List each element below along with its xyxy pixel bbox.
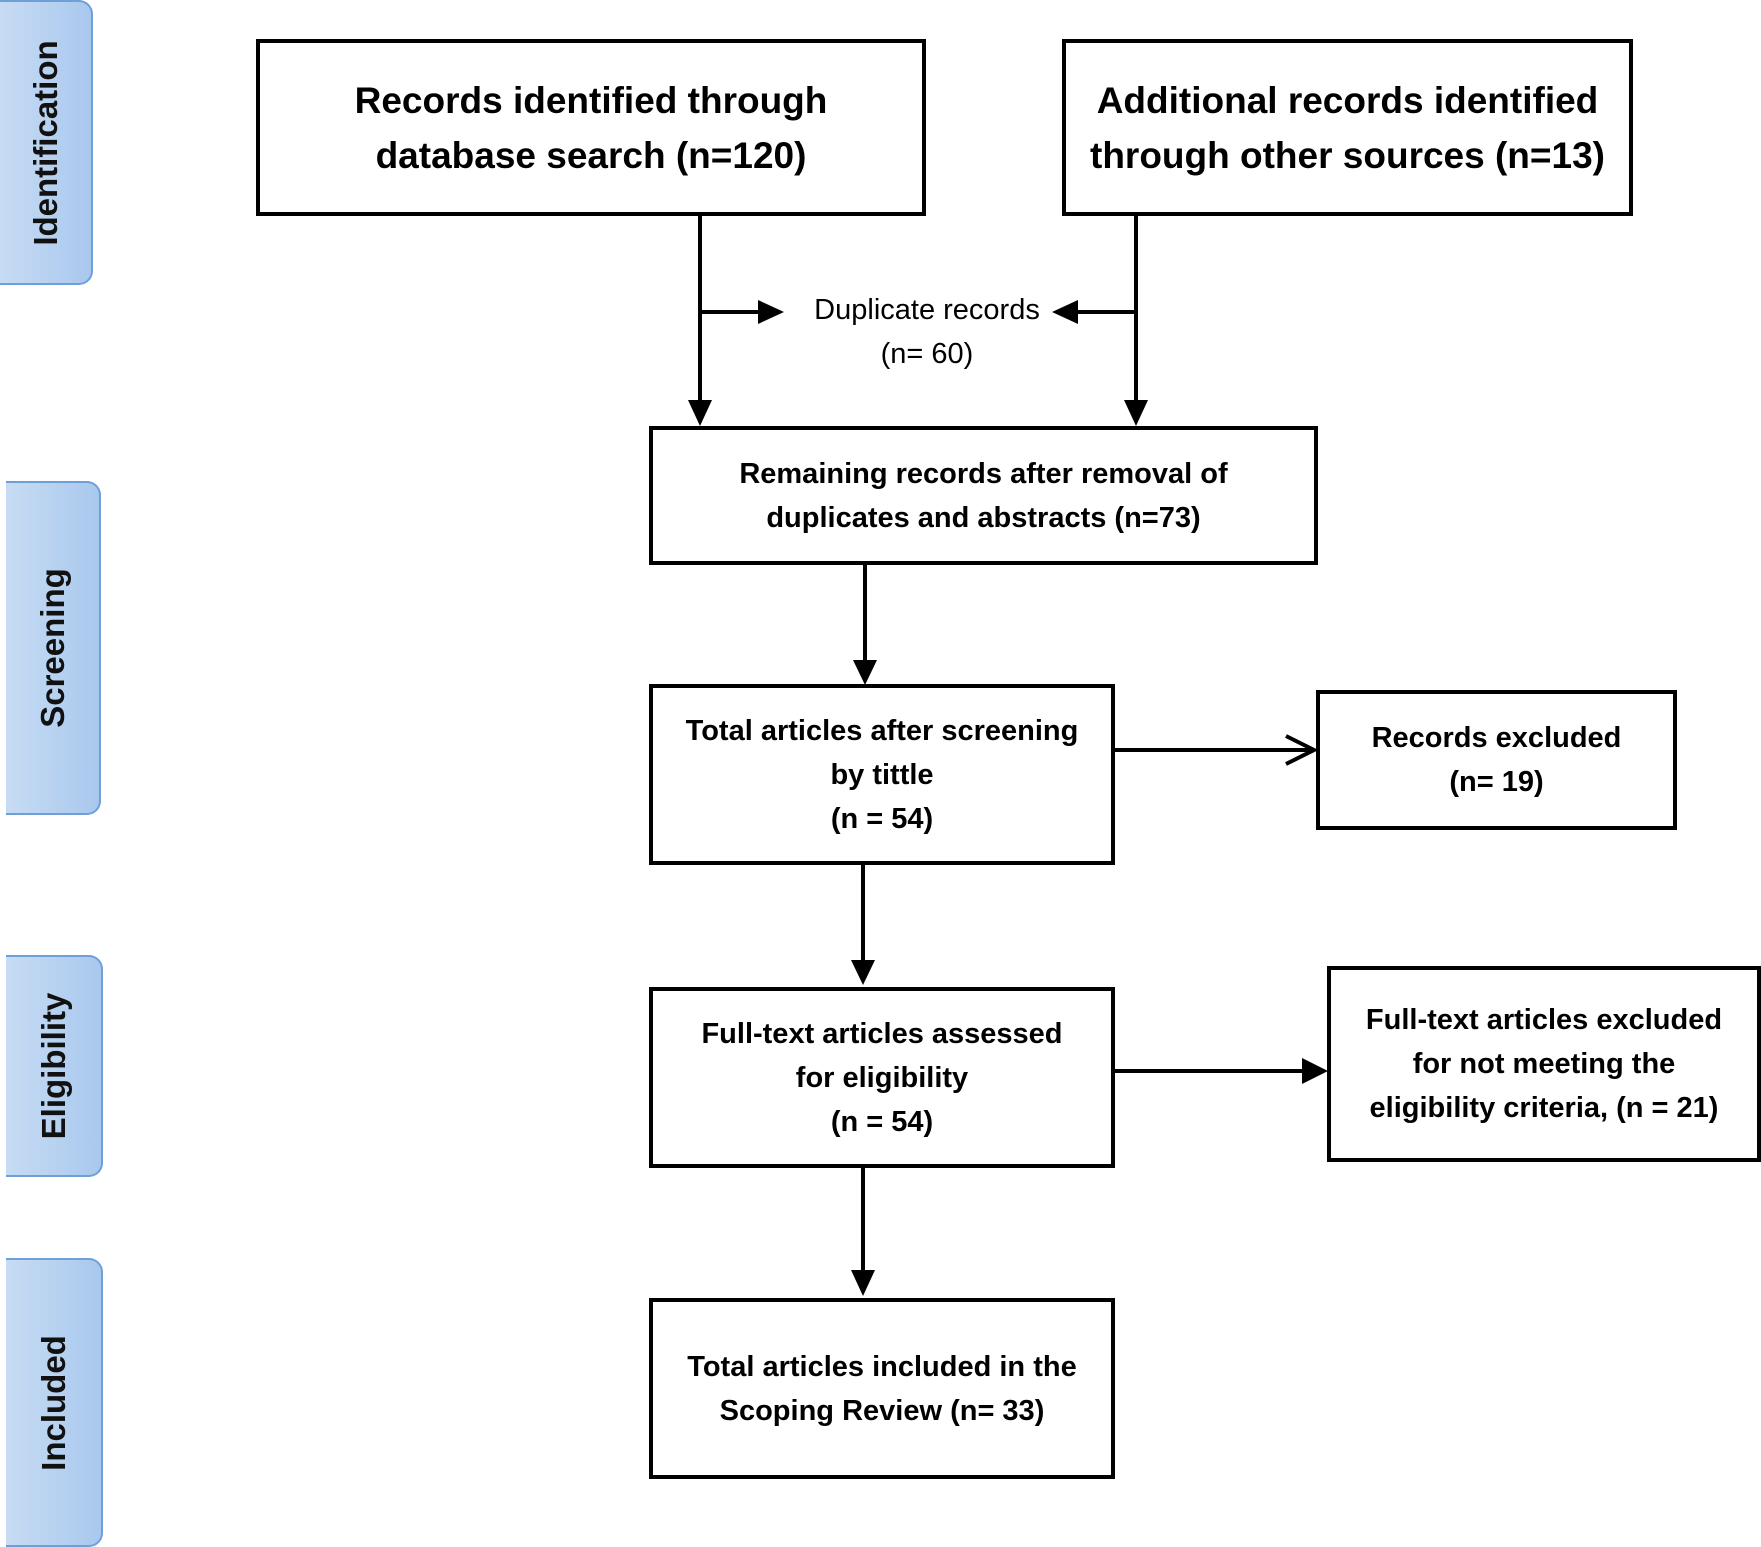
included-articles-box: Total articles included in the Scoping R… [649,1298,1115,1479]
records-excluded-box: Records excluded (n= 19) [1316,690,1677,830]
screened-articles-box: Total articles after screening by tittle… [649,684,1115,865]
arrowhead-screened-to-fulltext [851,960,875,985]
database-search-text: Records identified through database sear… [354,79,828,176]
fulltext-assessed-box: Full-text articles assessed for eligibil… [649,987,1115,1168]
remaining-records-box: Remaining records after removal of dupli… [649,426,1318,565]
stage-tab-included: Included [6,1258,103,1547]
fulltext-excluded-box: Full-text articles excluded for not meet… [1327,966,1761,1162]
arrowhead-remaining-to-screened [853,660,877,685]
arrowhead-fulltext-to-included [851,1270,875,1296]
fulltext-assessed-text: Full-text articles assessed for eligibil… [701,1017,1063,1138]
records-excluded-text: Records excluded (n= 19) [1371,722,1622,798]
arrowhead-database-to-remaining [688,400,712,426]
arrowhead-right-to-duplicates [1052,300,1078,324]
arrowhead-other-to-remaining [1124,400,1148,426]
other-sources-text: Additional records identified through ot… [1090,79,1605,176]
included-articles-text: Total articles included in the Scoping R… [687,1350,1077,1427]
arrowhead-left-to-duplicates [758,300,784,324]
other-sources-box: Additional records identified through ot… [1062,39,1633,216]
stage-tab-screening: Screening [6,481,101,815]
database-search-box: Records identified through database sear… [256,39,926,216]
stage-tab-identification: Identification [0,0,93,285]
stage-tab-eligibility: Eligibility [6,955,103,1177]
remaining-records-text: Remaining records after removal of dupli… [739,457,1228,534]
fulltext-excluded-text: Full-text articles excluded for not meet… [1365,1004,1723,1124]
arrowhead-fulltext-to-excluded [1302,1058,1328,1084]
arrowhead-screened-to-excluded [1285,734,1319,766]
screened-articles-text: Total articles after screening by tittle… [685,714,1079,835]
duplicate-records-text: Duplicate records (n= 60) [814,294,1040,370]
